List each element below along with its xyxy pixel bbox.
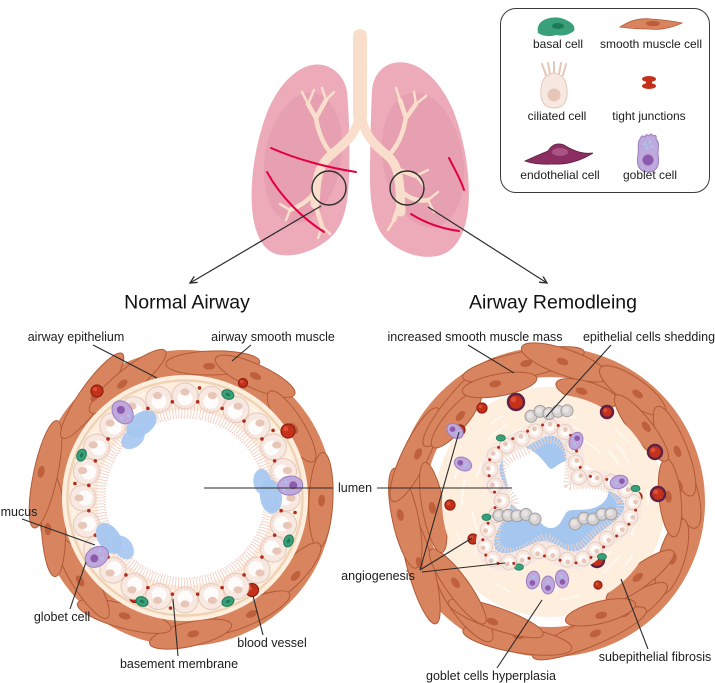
legend-label-ciliated-cell: ciliated cell bbox=[527, 109, 587, 123]
left-zoom-circle bbox=[311, 170, 347, 206]
label-increased-smooth-muscle-mass: increased smooth muscle mass bbox=[387, 329, 563, 344]
basal-cell-icon bbox=[537, 17, 575, 37]
legend-box: basal cell smooth muscle cell ciliated c… bbox=[500, 8, 710, 193]
tight-junctions-icon bbox=[642, 76, 656, 89]
label-goblet-cells-hyperplasia: goblet cells hyperplasia bbox=[426, 668, 556, 683]
label-angiogenesis: angiogenesis bbox=[341, 568, 415, 583]
legend-label-tight-junctions: tight junctions bbox=[612, 109, 686, 123]
lungs-illustration bbox=[190, 29, 547, 283]
right-zoom-circle bbox=[389, 170, 425, 206]
label-mucus: mucus bbox=[0, 504, 38, 519]
legend-label-basal-cell: basal cell bbox=[532, 37, 584, 51]
label-globet-cell: globet cell bbox=[33, 609, 91, 624]
legend-label-goblet-cell: goblet cell bbox=[622, 168, 678, 182]
remodeled-airway-title: Airway Remodleing bbox=[469, 291, 637, 314]
left-lung-shade bbox=[263, 92, 343, 224]
leader-lines bbox=[21, 344, 649, 669]
label-airway-epithelium: airway epithelium bbox=[27, 329, 125, 344]
endothelial-cell-icon bbox=[524, 143, 594, 165]
ciliated-cell-icon bbox=[540, 61, 568, 109]
label-subepithelial-fibrosis: subepithelial fibrosis bbox=[598, 649, 712, 664]
bronchial-tree bbox=[278, 29, 440, 240]
arrow-to-remodeled bbox=[427, 206, 547, 283]
goblet-cell-icon bbox=[636, 133, 660, 173]
label-lumen: lumen bbox=[337, 480, 373, 495]
normal-airway-title: Normal Airway bbox=[124, 291, 250, 314]
label-epithelial-cells-shedding: epithelial cells shedding bbox=[582, 329, 715, 344]
normal-airway-cross-section bbox=[28, 348, 334, 650]
smooth-muscle-cell-icon bbox=[619, 18, 683, 30]
legend-label-endothelial-cell: endothelial cell bbox=[520, 168, 600, 182]
legend-label-smooth-muscle-cell: smooth muscle cell bbox=[599, 37, 703, 51]
remodeled-airway-cross-section bbox=[388, 342, 705, 661]
label-basement-membrane: basement membrane bbox=[119, 656, 239, 671]
label-blood-vessel: blood vessel bbox=[237, 635, 307, 650]
label-airway-smooth-muscle: airway smooth muscle bbox=[211, 329, 335, 344]
arrow-to-normal bbox=[190, 205, 322, 283]
lung-fissures bbox=[266, 147, 465, 233]
